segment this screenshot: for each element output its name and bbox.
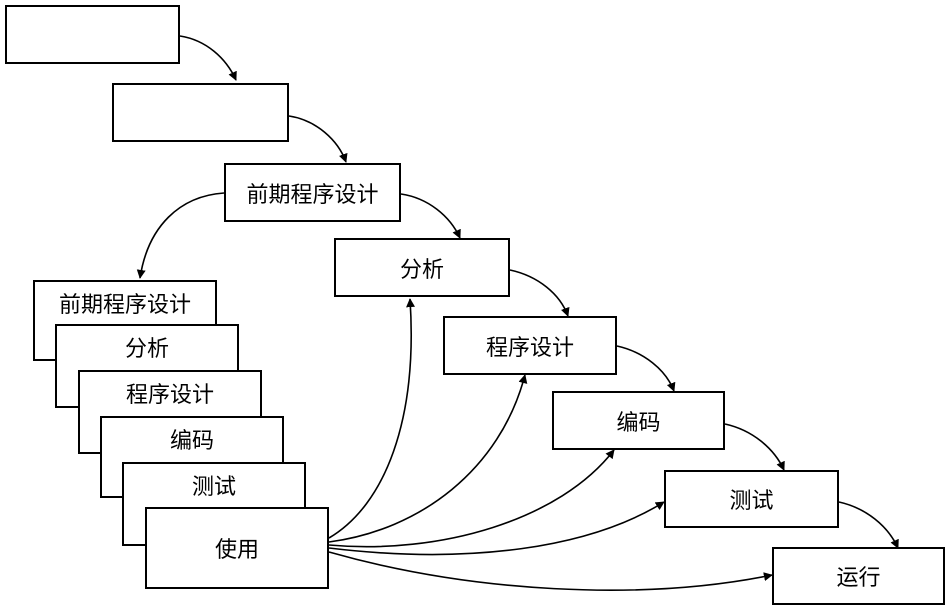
waterfall-box-analysis: 分析 bbox=[334, 238, 510, 297]
waterfall-box-label: 前期程序设计 bbox=[246, 182, 379, 208]
feedback-arrow-use-to-design bbox=[328, 374, 528, 543]
feedback-arrow-use-to-testing bbox=[328, 501, 665, 556]
waterfall-box-label: 分析 bbox=[399, 257, 444, 283]
stack-box-label: 编码 bbox=[169, 429, 214, 454]
waterfall-box-coding: 编码 bbox=[552, 391, 725, 450]
stack-box-label: 分析 bbox=[124, 337, 169, 362]
waterfall-box-label: 程序设计 bbox=[485, 335, 574, 361]
arrow-early-design-to-stack bbox=[136, 192, 225, 279]
waterfall-box-label: 测试 bbox=[729, 489, 774, 514]
waterfall-box-design: 程序设计 bbox=[443, 316, 617, 375]
waterfall-box-testing: 测试 bbox=[664, 470, 839, 528]
arrow-testing-to-operation bbox=[838, 501, 899, 549]
waterfall-box-label: 编码 bbox=[616, 410, 661, 436]
waterfall-box-2 bbox=[112, 83, 289, 142]
feedback-arrow-use-to-operation bbox=[328, 551, 773, 591]
arrow-box2-to-early-design bbox=[288, 115, 348, 163]
stack-box-label: 前期程序设计 bbox=[58, 293, 191, 318]
arrow-design-to-coding bbox=[616, 345, 676, 392]
waterfall-box-label: 运行 bbox=[836, 566, 881, 591]
stack-box-use: 使用 bbox=[145, 507, 329, 589]
waterfall-box-early-design: 前期程序设计 bbox=[224, 163, 401, 222]
arrow-analysis-to-design bbox=[509, 269, 570, 317]
feedback-arrow-use-to-analysis bbox=[328, 298, 416, 539]
arrow-box1-to-box2 bbox=[179, 35, 237, 81]
stack-box-label: 测试 bbox=[191, 475, 236, 500]
stack-box-label: 使用 bbox=[214, 538, 259, 563]
feedback-arrow-use-to-coding bbox=[328, 449, 615, 548]
arrow-early-design-to-analysis bbox=[400, 193, 461, 239]
stack-box-label: 程序设计 bbox=[125, 383, 214, 408]
arrow-coding-to-testing bbox=[724, 423, 785, 471]
waterfall-box-1 bbox=[5, 5, 180, 64]
waterfall-box-operation: 运行 bbox=[772, 547, 945, 605]
